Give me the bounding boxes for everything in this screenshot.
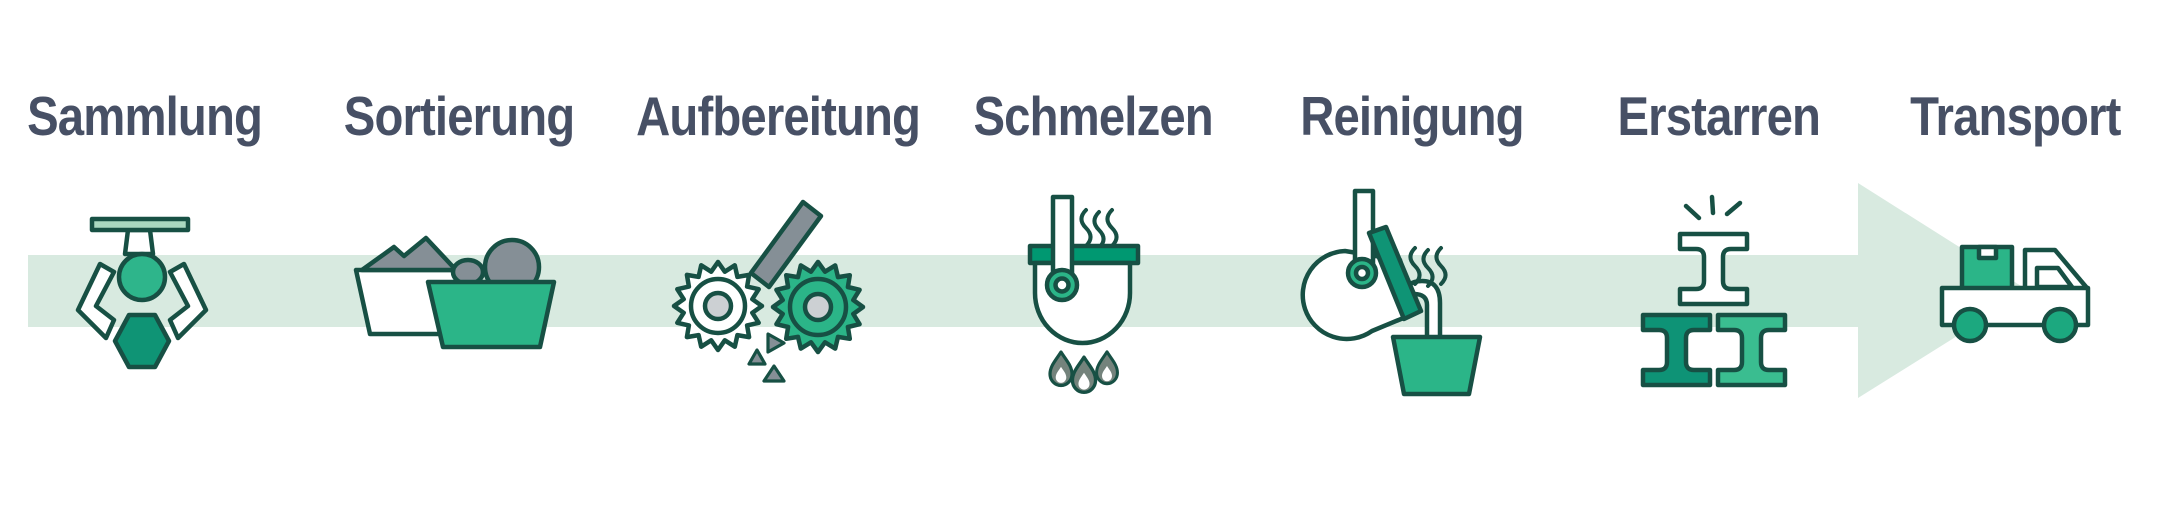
pouring-ladle-icon: [1300, 188, 1483, 397]
melting-crucible-icon: [1027, 194, 1141, 394]
steel-beams-icon: [1640, 194, 1788, 388]
shredder-gears-icon: [671, 199, 866, 383]
delivery-truck-icon: [1939, 244, 2091, 344]
claw-grabber-icon: [75, 216, 209, 370]
scrap-bins-icon: [353, 235, 557, 350]
arrow-band: [28, 255, 1858, 327]
